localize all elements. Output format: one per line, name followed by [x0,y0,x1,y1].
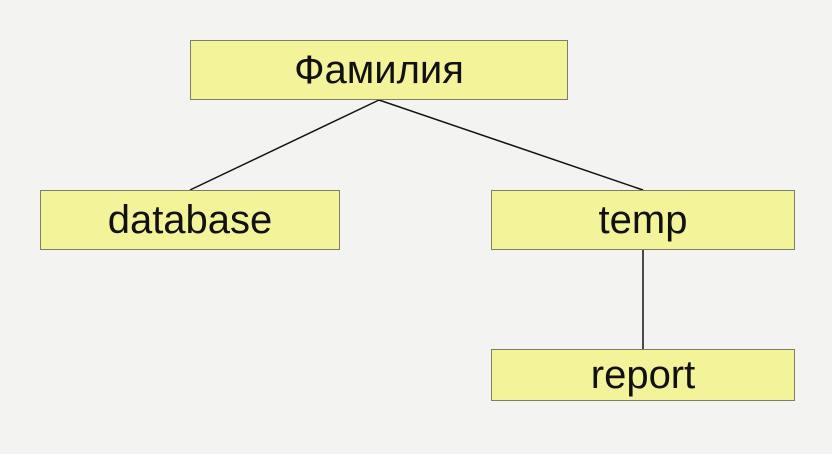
edge-root-to-temp [378,99,644,191]
node-label: database [107,198,273,242]
node-label: Фамилия [294,48,464,92]
node-database: database [40,190,340,250]
node-label: report [590,353,696,397]
node-label: temp [598,198,688,242]
node-temp: temp [491,190,795,250]
edge-root-to-database [189,99,380,191]
node-report: report [491,349,795,401]
node-familiya: Фамилия [190,40,568,100]
